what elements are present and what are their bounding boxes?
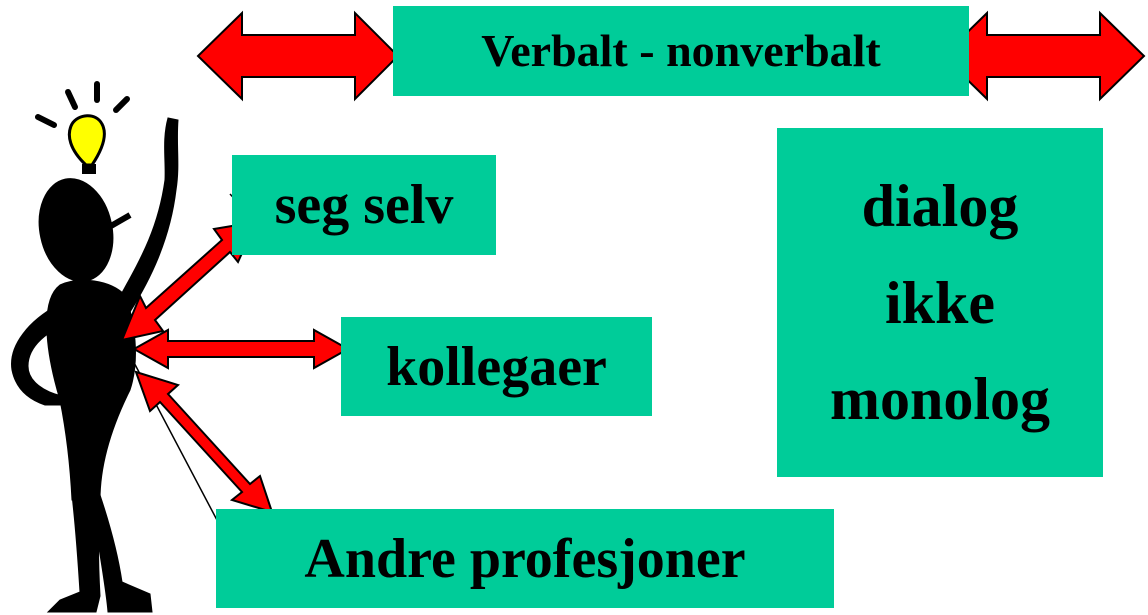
kollegaer-box: kollegaer [341, 317, 652, 416]
andre-profesjoner-box: Andre profesjoner [216, 509, 834, 608]
principle-line-dialog: dialog [861, 173, 1019, 240]
lightbulb-icon [67, 114, 106, 174]
seg-selv-box: seg selv [232, 155, 496, 255]
arrow-kollegaer-icon [131, 328, 351, 370]
arrow-andre-profesjoner-icon [134, 370, 274, 514]
thinking-person-icon [11, 117, 219, 613]
principle-line-monolog: monolog [829, 365, 1051, 432]
andre-profesjoner-label: Andre profesjoner [304, 527, 746, 590]
principle-line-ikke: ikke [884, 269, 996, 336]
seg-selv-label: seg selv [274, 174, 454, 236]
bulb-rays-icon [35, 81, 130, 128]
title-box: Verbalt - nonverbalt [393, 6, 969, 96]
top-right-double-arrow-icon [941, 10, 1146, 102]
slide-title: Verbalt - nonverbalt [481, 25, 881, 76]
kollegaer-label: kollegaer [386, 335, 607, 398]
dialog-principle-box: dialog ikke monolog [777, 128, 1103, 477]
top-left-double-arrow-icon [196, 10, 400, 102]
